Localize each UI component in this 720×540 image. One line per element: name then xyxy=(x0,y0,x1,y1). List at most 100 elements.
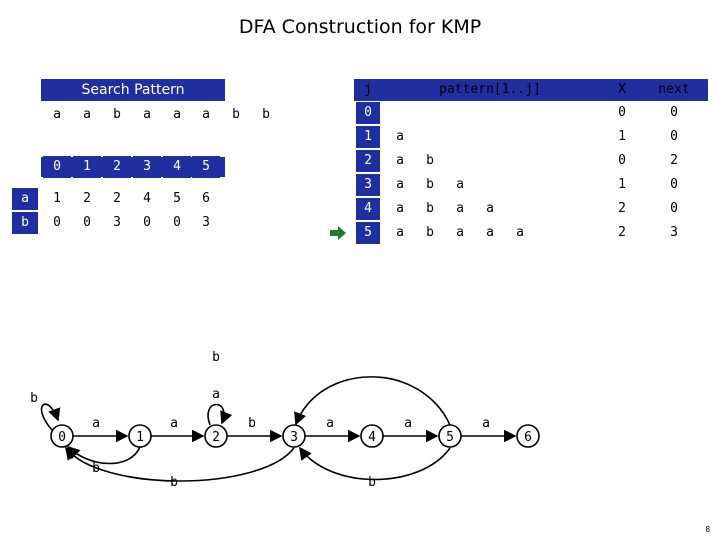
dfa-symbol: b xyxy=(12,212,38,234)
page-number: 8 xyxy=(705,525,710,534)
pattern-char: a xyxy=(143,107,151,122)
pattern-char-cell: a xyxy=(456,177,464,192)
dfa-cell: 4 xyxy=(143,191,151,206)
pattern-char: a xyxy=(83,107,91,122)
pattern-char-cell: a xyxy=(396,225,404,240)
pattern-char-cell: b xyxy=(426,177,434,192)
fsm-state: 2 xyxy=(204,424,228,448)
label-e45: a xyxy=(404,416,412,431)
dfa-cell: 0 xyxy=(53,215,61,230)
pattern-char: a xyxy=(173,107,181,122)
pattern-char: a xyxy=(53,107,61,122)
label-b10: b xyxy=(92,461,100,476)
pattern-table-row xyxy=(354,126,708,148)
current-row-arrow-icon xyxy=(330,226,346,240)
page-title: DFA Construction for KMP xyxy=(238,16,482,38)
label-e56: a xyxy=(482,416,490,431)
dfa-state-header: 0 xyxy=(43,156,71,178)
pattern-table-row xyxy=(354,150,708,172)
pattern-char-cell: a xyxy=(396,153,404,168)
row-x: 1 xyxy=(618,129,626,144)
row-x: 0 xyxy=(618,153,626,168)
svg-text:6: 6 xyxy=(524,430,532,445)
row-next: 2 xyxy=(670,153,678,168)
svg-text:3: 3 xyxy=(290,430,298,445)
row-next: 0 xyxy=(670,129,678,144)
label-e34: a xyxy=(326,416,334,431)
dfa-cell: 1 xyxy=(53,191,61,206)
pattern-char-cell: a xyxy=(396,201,404,216)
fsm-state: 0 xyxy=(50,424,74,448)
dfa-cell: 3 xyxy=(113,215,121,230)
pattern-char-cell: a xyxy=(516,225,524,240)
row-x: 1 xyxy=(618,177,626,192)
pattern-table-row xyxy=(354,174,708,196)
row-j: 1 xyxy=(356,126,380,148)
pattern-char: a xyxy=(202,107,210,122)
label-e23: b xyxy=(248,416,256,431)
label-self0: b xyxy=(30,391,38,406)
pattern-char-cell: a xyxy=(456,225,464,240)
label-e01: a xyxy=(92,416,100,431)
pattern-table-row xyxy=(354,222,708,244)
row-next: 0 xyxy=(670,105,678,120)
row-j: 4 xyxy=(356,198,380,220)
label-top: b xyxy=(212,350,220,365)
search-pattern-label: Search Pattern xyxy=(81,82,185,98)
header-pattern: pattern[1..j] xyxy=(439,82,541,97)
fsm-state: 3 xyxy=(282,424,306,448)
row-next: 3 xyxy=(670,225,678,240)
pattern-table-row xyxy=(354,102,708,124)
dfa-cell: 6 xyxy=(202,191,210,206)
edge-b30 xyxy=(65,446,295,482)
pattern-char-cell: a xyxy=(396,129,404,144)
dfa-state-header: 5 xyxy=(192,156,220,178)
pattern-char-cell: a xyxy=(486,201,494,216)
pattern-char: b xyxy=(262,107,270,122)
row-x: 2 xyxy=(618,201,626,216)
row-j: 0 xyxy=(356,102,380,124)
label-b30: b xyxy=(170,475,178,490)
dfa-cell: 0 xyxy=(83,215,91,230)
dfa-cell: 2 xyxy=(113,191,121,206)
pattern-char-cell: a xyxy=(456,201,464,216)
search-pattern-header: Search Pattern xyxy=(41,79,225,101)
fsm-state: 6 xyxy=(516,424,540,448)
row-next: 0 xyxy=(670,201,678,216)
dfa-state-header: 3 xyxy=(133,156,161,178)
pattern-char-cell: a xyxy=(486,225,494,240)
dfa-cell: 2 xyxy=(83,191,91,206)
svg-text:5: 5 xyxy=(446,430,454,445)
row-next: 0 xyxy=(670,177,678,192)
fsm-state: 4 xyxy=(360,424,384,448)
header-next: next xyxy=(658,82,690,97)
dfa-symbol: a xyxy=(12,188,38,210)
row-j: 3 xyxy=(356,174,380,196)
edge-b53 xyxy=(299,446,451,481)
dfa-cell: 0 xyxy=(173,215,181,230)
edge-self0 xyxy=(40,403,61,431)
svg-text:1: 1 xyxy=(136,430,144,445)
dfa-state-header: 1 xyxy=(73,156,101,178)
pattern-char-cell: a xyxy=(396,177,404,192)
edge-top xyxy=(294,376,451,426)
header-x: X xyxy=(618,82,626,97)
pattern-char-cell: b xyxy=(426,225,434,240)
pattern-char: b xyxy=(113,107,121,122)
dfa-state-header: 4 xyxy=(163,156,191,178)
row-x: 2 xyxy=(618,225,626,240)
fsm-state: 5 xyxy=(438,424,462,448)
fsm-state: 1 xyxy=(128,424,152,448)
dfa-cell: 0 xyxy=(143,215,151,230)
pattern-char: b xyxy=(232,107,240,122)
pattern-table-header xyxy=(354,79,708,101)
pattern-char-cell: b xyxy=(426,153,434,168)
pattern-char-cell: b xyxy=(426,201,434,216)
row-x: 0 xyxy=(618,105,626,120)
dfa-cell: 5 xyxy=(173,191,181,206)
edge-self2 xyxy=(207,403,233,426)
edge-b10 xyxy=(66,445,141,465)
label-self2: a xyxy=(212,387,220,402)
svg-text:2: 2 xyxy=(212,430,220,445)
